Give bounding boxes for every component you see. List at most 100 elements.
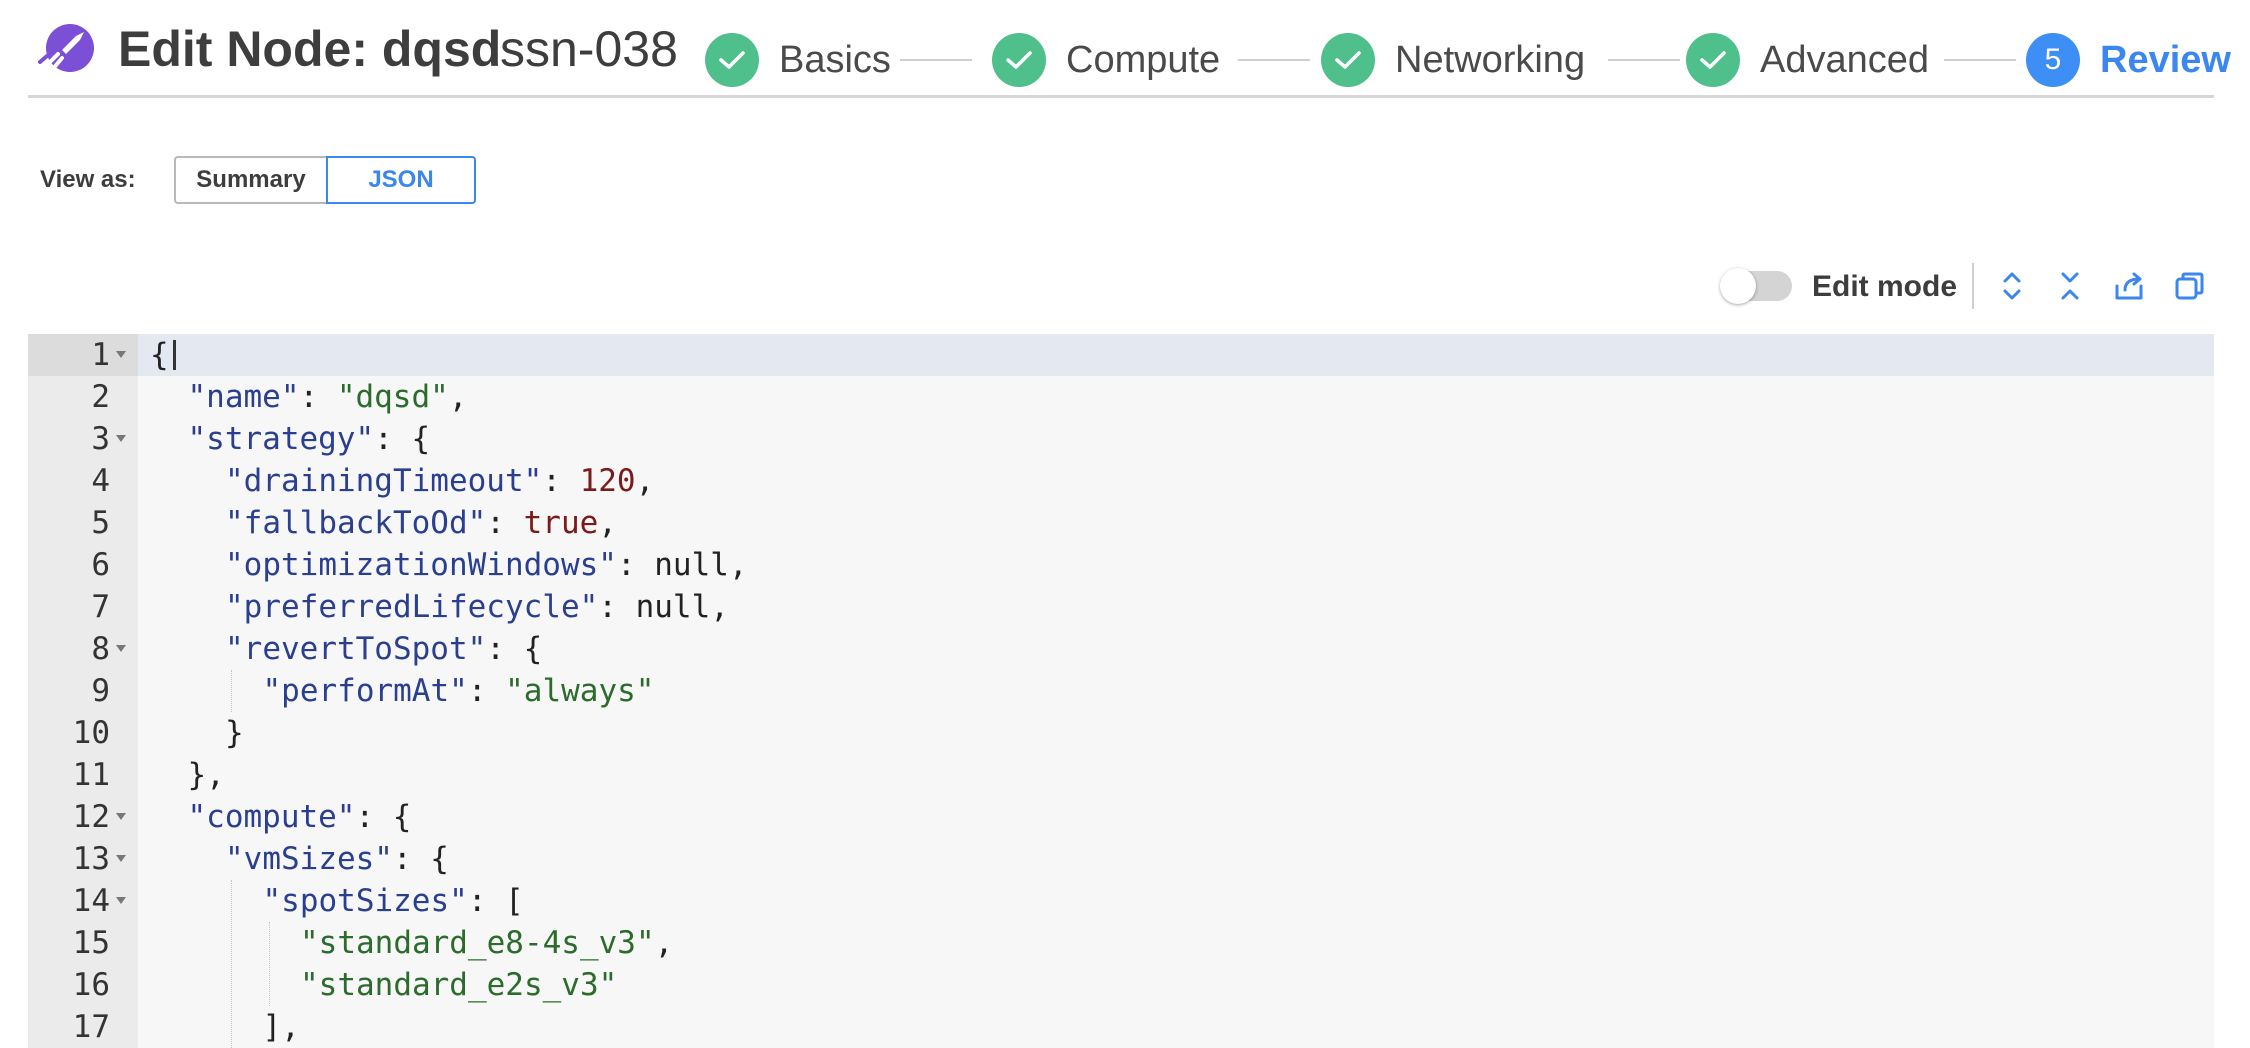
code-text: } (225, 712, 244, 754)
code-token: "name" (187, 379, 300, 415)
code-line: 2 "name": "dqsd", (28, 376, 2214, 418)
step-label: Compute (1066, 38, 1221, 81)
code-token: "vmSizes" (225, 841, 393, 877)
code-text: "spotSizes": [ (263, 880, 524, 922)
step-connector (900, 59, 972, 61)
line-number: 9 (91, 673, 110, 709)
step-connector (1238, 59, 1310, 61)
line-number: 17 (72, 1009, 110, 1045)
code-token: 120 (579, 463, 636, 499)
expand-all-icon[interactable] (1994, 268, 2030, 304)
active-line-highlight (138, 334, 2214, 376)
line-number: 5 (91, 505, 110, 541)
code-text: "strategy": { (188, 418, 431, 460)
checkmark-icon (1700, 51, 1726, 69)
json-code-editor[interactable]: 1{2"name": "dqsd",3"strategy": {4"draini… (28, 334, 2214, 1048)
code-text: "standard_e2s_v3" (300, 964, 617, 1006)
code-token: "spotSizes" (262, 883, 468, 919)
line-number: 2 (91, 379, 110, 415)
line-number: 11 (72, 757, 110, 793)
line-number: 8 (91, 631, 110, 667)
fold-toggle-icon[interactable] (116, 813, 126, 820)
step-number-badge: 5 (2026, 33, 2080, 87)
code-text: }, (188, 754, 225, 796)
code-token: "dqsd" (336, 379, 449, 415)
indent-guide (231, 670, 232, 712)
checkmark-icon (719, 51, 745, 69)
code-line: 13"vmSizes": { (28, 838, 2214, 880)
line-number: 15 (72, 925, 110, 961)
switch-knob (1720, 268, 1756, 304)
code-text: ], (263, 1006, 300, 1048)
text-cursor (173, 340, 176, 370)
edit-mode-switch[interactable] (1720, 268, 1792, 304)
code-token: , (448, 379, 468, 415)
step-label: Networking (1395, 38, 1586, 81)
fold-toggle-icon[interactable] (116, 435, 126, 442)
line-number: 4 (91, 463, 110, 499)
step-networking[interactable]: Networking (1321, 32, 1585, 88)
indent-guide (268, 922, 270, 1006)
wizard-header: Edit Node: dqsd ssn-038 Basics Compute N… (28, 0, 2231, 98)
step-review[interactable]: 5 Review (2026, 32, 2231, 88)
code-line: 3 "strategy": { (28, 418, 2214, 460)
fold-toggle-icon[interactable] (116, 855, 126, 862)
fold-toggle-icon[interactable] (116, 645, 126, 652)
code-token: , (598, 505, 617, 541)
json-view-button[interactable]: JSON (326, 156, 476, 204)
code-line: 14"spotSizes": [ (28, 880, 2214, 922)
code-token: : { (355, 799, 412, 835)
code-text: "standard_e8-4s_v3", (300, 922, 673, 964)
line-number: 6 (91, 547, 110, 583)
step-label: Review (2100, 38, 2231, 81)
line-number: 16 (72, 967, 110, 1003)
code-token: "performAt" (262, 673, 468, 709)
step-compute[interactable]: Compute (992, 32, 1220, 88)
fold-toggle-icon[interactable] (116, 351, 126, 358)
code-line: 12"compute": { (28, 796, 2214, 838)
toolbar-divider (1972, 263, 1974, 309)
step-connector (1944, 59, 2016, 61)
code-token: : (542, 463, 580, 499)
line-number: 13 (72, 841, 110, 877)
code-token: { (150, 337, 169, 373)
code-token: true (523, 505, 599, 541)
code-line: 17], (28, 1006, 2214, 1048)
view-as-label: View as: (40, 166, 136, 193)
view-as-toggle: Summary JSON (174, 156, 476, 204)
fold-toggle-icon[interactable] (116, 897, 126, 904)
code-line: 5"fallbackToOd": true, (28, 502, 2214, 544)
code-line: 11}, (28, 754, 2214, 796)
export-icon[interactable] (2112, 268, 2148, 304)
code-token: "optimizationWindows" (225, 547, 617, 583)
step-basics[interactable]: Basics (705, 32, 891, 88)
step-advanced[interactable]: Advanced (1686, 32, 1929, 88)
code-token: "preferredLifecycle" (225, 589, 599, 625)
code-token: , (635, 463, 655, 499)
code-token: } (225, 715, 244, 751)
copy-icon[interactable] (2172, 268, 2208, 304)
line-number: 7 (91, 589, 110, 625)
line-number: 1 (91, 337, 110, 373)
code-token: : { (486, 631, 543, 667)
code-line: 6"optimizationWindows": null, (28, 544, 2214, 586)
code-token: , (654, 925, 674, 961)
node-id-container: ssn-038 (500, 16, 680, 86)
line-number: 3 (91, 421, 110, 457)
code-token: : (299, 379, 337, 415)
code-token: }, (187, 757, 225, 793)
summary-view-button[interactable]: Summary (174, 156, 326, 204)
code-token: , (728, 547, 748, 583)
checkmark-icon (1335, 51, 1361, 69)
code-text: "performAt": "always" (263, 670, 655, 712)
collapse-all-icon[interactable] (2052, 268, 2088, 304)
code-line: 10} (28, 712, 2214, 754)
step-connector (1608, 59, 1680, 61)
code-line: 9 "performAt": "always" (28, 670, 2214, 712)
step-complete-badge (1686, 33, 1740, 87)
code-token: "compute" (187, 799, 356, 835)
code-line: 15 "standard_e8-4s_v3", (28, 922, 2214, 964)
step-complete-badge (992, 33, 1046, 87)
code-token: , (710, 589, 729, 625)
code-text: "revertToSpot": { (225, 628, 542, 670)
